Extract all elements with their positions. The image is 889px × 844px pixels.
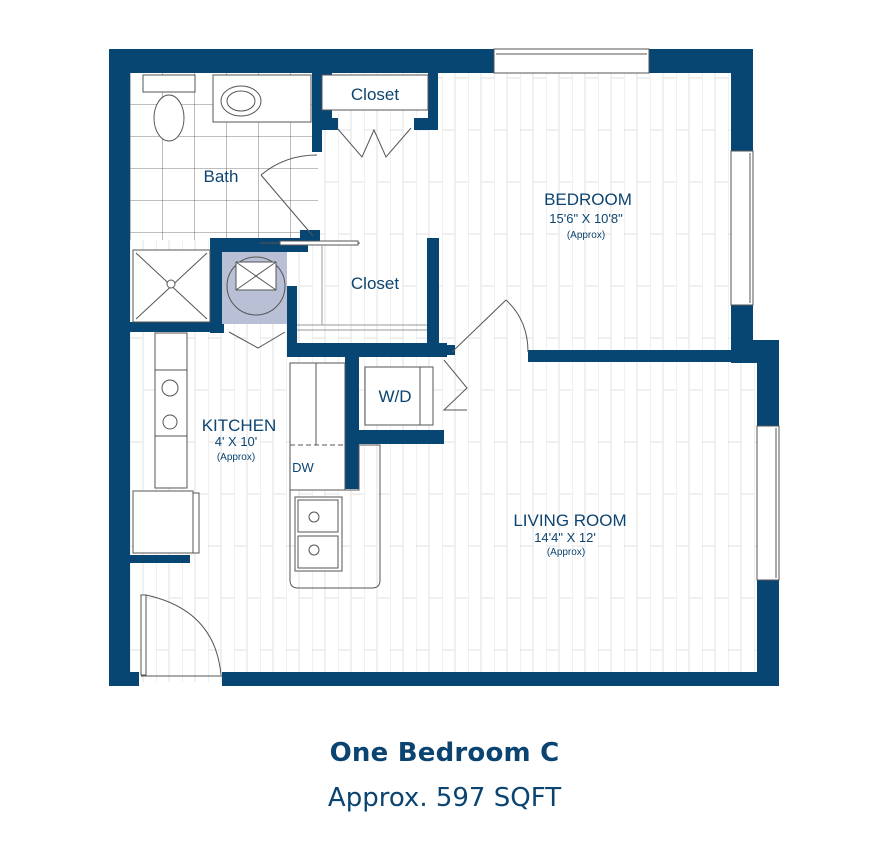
closet-top-shelf bbox=[321, 74, 429, 111]
label-bath: Bath bbox=[204, 167, 239, 186]
living-approx: (Approx) bbox=[547, 547, 585, 558]
label-bedroom: BEDROOM bbox=[544, 190, 632, 209]
window-living-right bbox=[756, 425, 780, 581]
toilet-tank bbox=[142, 74, 196, 93]
window-bedroom-right bbox=[730, 150, 754, 306]
water-heater bbox=[226, 256, 286, 316]
bedroom-dimensions: 15'6" X 10'8" bbox=[549, 211, 623, 226]
washer-dryer bbox=[364, 366, 434, 426]
toilet-bowl bbox=[153, 94, 185, 142]
bath-door-swing bbox=[260, 154, 318, 176]
kitchen-fixtures bbox=[132, 299, 529, 677]
label-wd: W/D bbox=[378, 387, 411, 406]
entry-door bbox=[140, 594, 147, 676]
floor-plan: Closet Bath Closet BEDROOM 15'6" X 10'8"… bbox=[109, 48, 780, 686]
windows bbox=[493, 48, 780, 581]
refrigerator bbox=[132, 490, 194, 554]
plan-name: One Bedroom C bbox=[329, 738, 560, 768]
label-living-room: LIVING ROOM bbox=[513, 511, 626, 530]
bath-fixtures bbox=[132, 74, 429, 349]
label-kitchen: KITCHEN bbox=[202, 416, 277, 435]
kitchen-dimensions: 4' X 10' bbox=[215, 434, 258, 449]
label-closet-top: Closet bbox=[351, 85, 399, 104]
counter-left bbox=[154, 332, 188, 489]
living-dimensions: 14'4" X 12' bbox=[534, 530, 596, 545]
walls bbox=[109, 49, 779, 686]
label-closet-mid: Closet bbox=[351, 274, 399, 293]
window-bedroom-top bbox=[493, 48, 650, 74]
burner-icon bbox=[162, 414, 178, 430]
burner-icon bbox=[161, 379, 179, 397]
peninsula bbox=[289, 444, 381, 589]
kitchen-approx: (Approx) bbox=[217, 452, 255, 463]
bedroom-approx: (Approx) bbox=[567, 230, 605, 241]
plan-area: Approx. 597 SQFT bbox=[327, 783, 562, 813]
counter-right bbox=[289, 362, 346, 491]
label-dw: DW bbox=[292, 460, 314, 475]
